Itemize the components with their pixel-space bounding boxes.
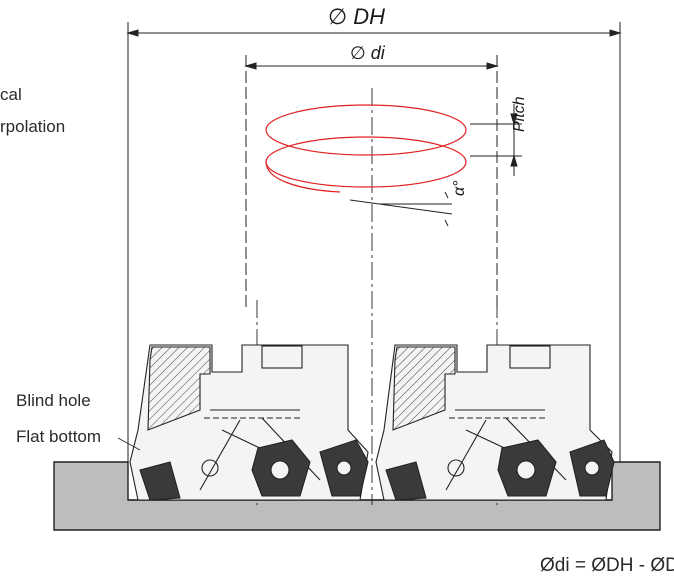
di-text: di: [370, 43, 385, 63]
diameter-icon: ∅: [350, 43, 366, 63]
right-cutter: [375, 344, 615, 501]
flat-bottom-label: Flat bottom: [16, 427, 102, 446]
pitch-label: Pitch: [511, 96, 528, 132]
di-label: ∅ di: [350, 44, 385, 62]
diameter-icon: ∅: [328, 4, 348, 29]
dh-label: ∅ DH: [328, 6, 385, 28]
label-leaders: [117, 437, 141, 451]
dh-text: DH: [353, 4, 386, 29]
helix-path: [265, 104, 467, 193]
formula-label: Ødi = ØDH - ØDc: [540, 555, 674, 576]
alpha-label: α°: [451, 180, 468, 196]
alpha-angle: [349, 191, 453, 227]
helical-label-line2: rpolation: [0, 117, 66, 136]
dh-dimension: [126, 22, 622, 462]
blind-hole-label: Blind hole: [16, 391, 91, 410]
helical-label-line1: cal: [0, 85, 22, 104]
di-dimension: [244, 55, 499, 310]
pitch-dimension: [470, 104, 522, 176]
left-cutter: [129, 344, 369, 501]
